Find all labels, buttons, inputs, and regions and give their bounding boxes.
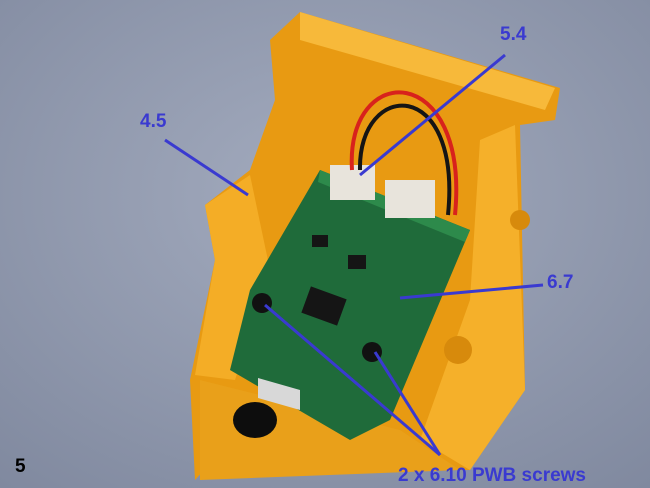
leader-line-screw-2 <box>373 351 442 456</box>
connector <box>330 165 375 200</box>
transistor <box>312 235 328 247</box>
leader-line-4-5 <box>164 138 249 197</box>
label-bracket: 4.5 <box>140 111 167 132</box>
pcb-board <box>230 165 470 440</box>
ic-chip <box>348 255 366 269</box>
leader-line-5-4 <box>359 53 506 177</box>
label-led: 6.7 <box>547 272 574 293</box>
leader-line-6-7 <box>399 283 544 300</box>
step-number: 5 <box>15 456 26 477</box>
leader-line-screw-1 <box>264 303 441 457</box>
wires <box>349 90 459 216</box>
ic-chip <box>301 286 347 326</box>
label-screws: 2 x 6.10 PWB screws <box>398 465 586 486</box>
label-connector: 5.4 <box>500 24 527 45</box>
annotation-lines <box>164 53 544 457</box>
connector <box>385 180 435 218</box>
ir-sensor <box>233 402 277 438</box>
